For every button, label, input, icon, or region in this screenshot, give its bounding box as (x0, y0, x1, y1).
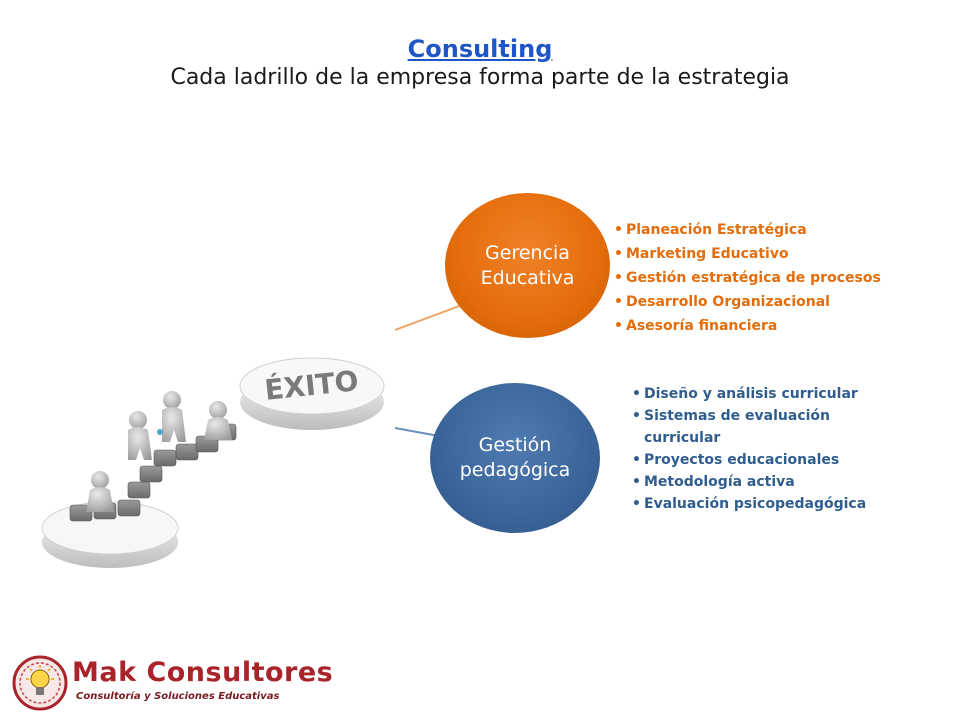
success-puzzle-illustration: ÉXITO (41, 357, 385, 568)
title-block: Consulting Cada ladrillo de la empresa f… (0, 34, 960, 92)
brand-name: Mak Consultores (72, 657, 334, 688)
gerencia-educativa-circle: Gerencia Educativa (445, 193, 610, 338)
gerencia-educativa-label: Gerencia Educativa (480, 241, 575, 289)
gestion-pedagogica-circle: Gestión pedagógica (430, 383, 600, 533)
list-item: Metodología activa (632, 471, 892, 493)
page-subtitle: Cada ladrillo de la empresa forma parte … (170, 65, 790, 90)
list-item: Evaluación psicopedagógica (632, 493, 892, 515)
orange-connector (394, 304, 463, 331)
gestion-pedagogica-label: Gestión pedagógica (459, 434, 571, 481)
lightbulb-icon (12, 655, 68, 711)
brand-tagline: Consultoría y Soluciones Educativas (76, 691, 280, 702)
list-item: Diseño y análisis curricular (632, 383, 892, 405)
list-item: Gestión estratégica de procesos (614, 266, 881, 290)
list-item: Desarrollo Organizacional (614, 290, 881, 314)
gestion-services-list: Diseño y análisis curricular Sistemas de… (632, 383, 892, 515)
gerencia-services-list: Planeación Estratégica Marketing Educati… (614, 218, 881, 338)
list-item: Asesoría financiera (614, 314, 881, 338)
list-item: Marketing Educativo (614, 242, 881, 266)
list-item: Planeación Estratégica (614, 218, 881, 242)
consulting-link[interactable]: Consulting (407, 35, 553, 63)
mak-consultores-logo: Mak Consultores Consultoría y Soluciones… (12, 655, 382, 715)
list-item: Sistemas de evaluación curricular (632, 405, 892, 449)
list-item: Proyectos educacionales (632, 449, 892, 471)
worker-figures (86, 391, 232, 512)
